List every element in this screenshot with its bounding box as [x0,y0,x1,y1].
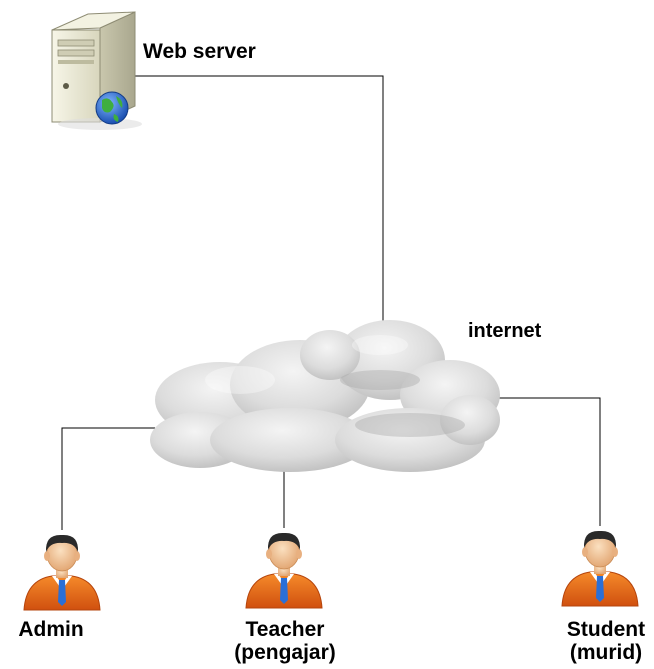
student-label-line1: Student [566,618,646,641]
teacher-user-icon [245,532,323,609]
admin-user-icon [23,534,101,611]
connector-lines [61,75,601,530]
web-server-label: Web server [143,40,256,63]
line-server-to-internet [130,75,384,332]
student-label: Student (murid) [567,618,645,664]
student-label-line2: (murid) [569,641,643,665]
line-internet-to-student [495,397,601,526]
admin-label: Admin [18,618,84,641]
cloud-icon [150,320,500,472]
teacher-label-line1: Teacher [245,618,325,641]
teacher-label: Teacher (pengajar) [234,618,336,664]
student-user-icon [561,530,639,607]
line-internet-to-admin [61,427,155,530]
server-globe-icon [51,11,142,130]
teacher-label-line2: (pengajar) [234,641,336,665]
internet-label: internet [468,320,542,342]
